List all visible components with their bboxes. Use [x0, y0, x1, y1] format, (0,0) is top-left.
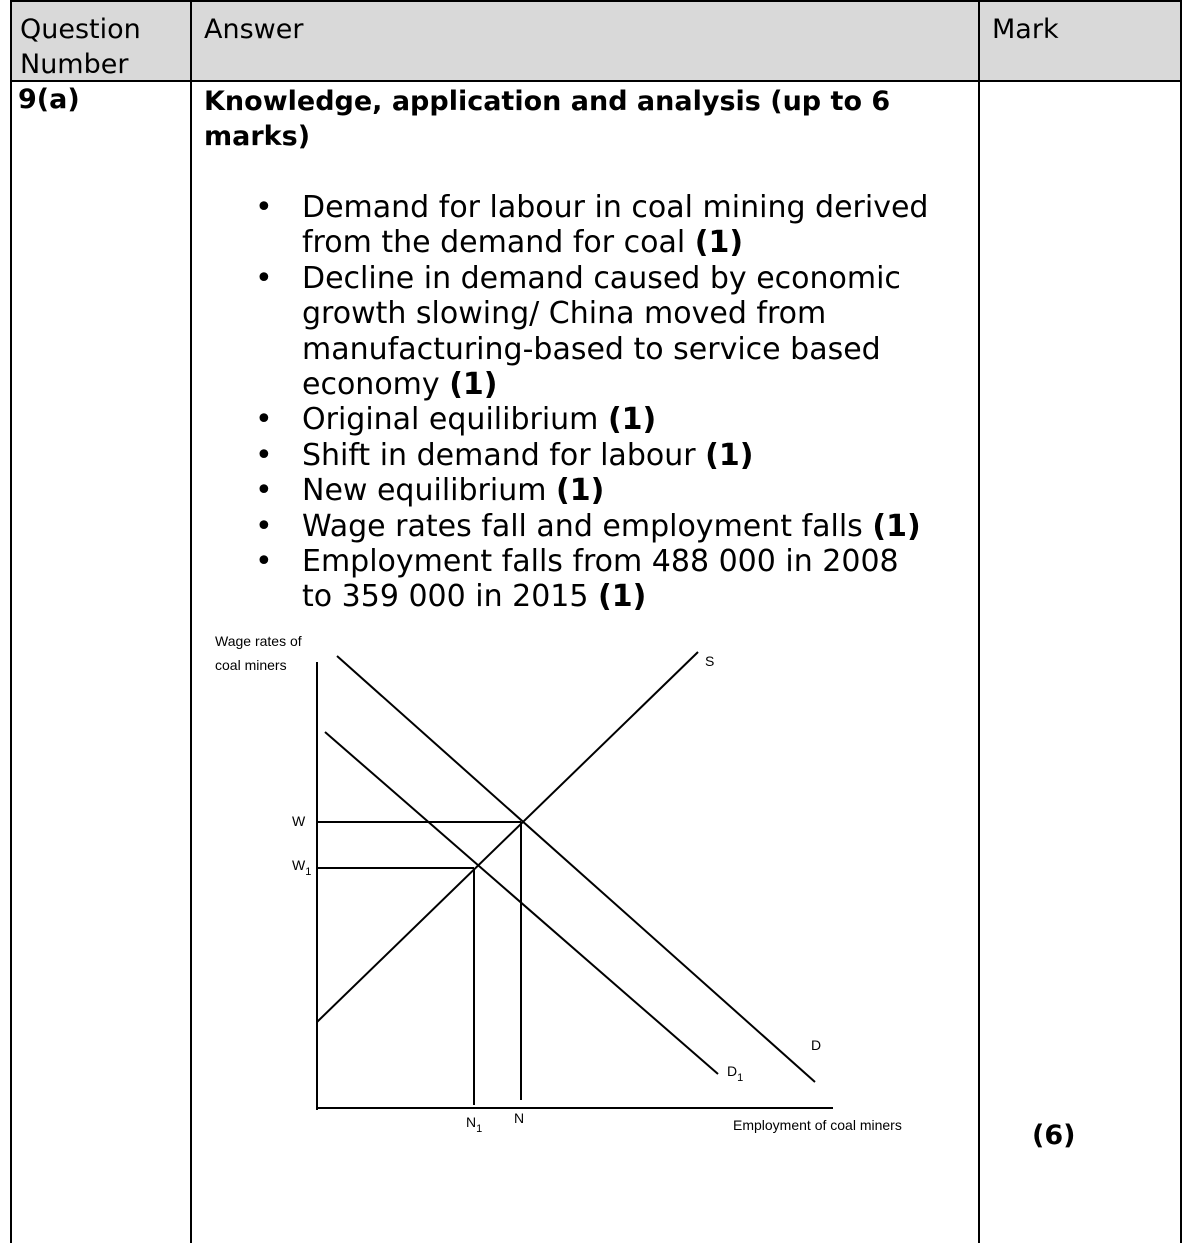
header-question-number: Question Number — [20, 14, 141, 80]
list-item: •Original equilibrium (1) — [255, 402, 657, 438]
point-mark: (1) — [705, 437, 754, 473]
header-row-background — [10, 0, 1182, 80]
question-number: 9(a) — [18, 84, 80, 115]
point-text: Shift in demand for labour — [302, 437, 696, 473]
point-text: Decline in demand caused by economic gro… — [302, 260, 901, 403]
demand-new-label: D1 — [727, 1063, 743, 1084]
supply-curve — [316, 651, 699, 1023]
list-item: •Wage rates fall and employment falls (1… — [255, 508, 921, 544]
wage-label: W — [292, 813, 306, 829]
total-mark: (6) — [1032, 1120, 1076, 1151]
point-mark: (1) — [598, 579, 647, 615]
demand-curve — [336, 655, 816, 1083]
table-divider-1 — [190, 0, 192, 1243]
list-item: •Demand for labour in coal mining derive… — [255, 190, 929, 261]
list-item: •New equilibrium (1) — [255, 473, 605, 509]
point-text: Demand for labour in coal mining derived… — [302, 190, 929, 261]
table-border-left — [10, 0, 12, 1243]
point-text: New equilibrium — [302, 473, 547, 509]
point-mark: (1) — [449, 367, 498, 403]
answer-heading: Knowledge, application and analysis (up … — [204, 86, 891, 152]
supply-label: S — [705, 653, 714, 669]
point-text: Original equilibrium — [302, 402, 599, 438]
header-divider — [10, 80, 1182, 82]
y-axis-label-line2: coal miners — [215, 657, 287, 673]
list-item: •Decline in demand caused by economic gr… — [255, 260, 901, 403]
point-text: Employment falls from 488 000 in 2008 to… — [302, 544, 899, 615]
point-mark: (1) — [607, 402, 657, 438]
header-answer: Answer — [204, 14, 304, 45]
table-divider-2 — [978, 0, 980, 1243]
point-mark: (1) — [694, 225, 744, 261]
wage-new-label: W1 — [292, 857, 311, 878]
header-mark: Mark — [992, 14, 1059, 45]
point-mark: (1) — [872, 508, 921, 544]
list-item: •Employment falls from 488 000 in 2008 t… — [255, 544, 899, 615]
quantity-new-label: N1 — [466, 1114, 482, 1135]
labour-market-diagram: Wage rates of coal miners S D D1 W W1 N … — [215, 633, 902, 1135]
point-mark: (1) — [556, 473, 605, 509]
point-text: Wage rates fall and employment falls — [302, 508, 863, 544]
list-item: •Shift in demand for labour (1) — [255, 437, 754, 473]
quantity-label: N — [514, 1110, 524, 1126]
y-axis-label-line1: Wage rates of — [215, 633, 302, 649]
demand-label: D — [811, 1037, 821, 1053]
table-border-top — [10, 0, 1182, 2]
marking-points-list: •Demand for labour in coal mining derive… — [250, 190, 930, 615]
table-border-right — [1180, 0, 1182, 1243]
x-axis-label: Employment of coal miners — [733, 1117, 902, 1133]
